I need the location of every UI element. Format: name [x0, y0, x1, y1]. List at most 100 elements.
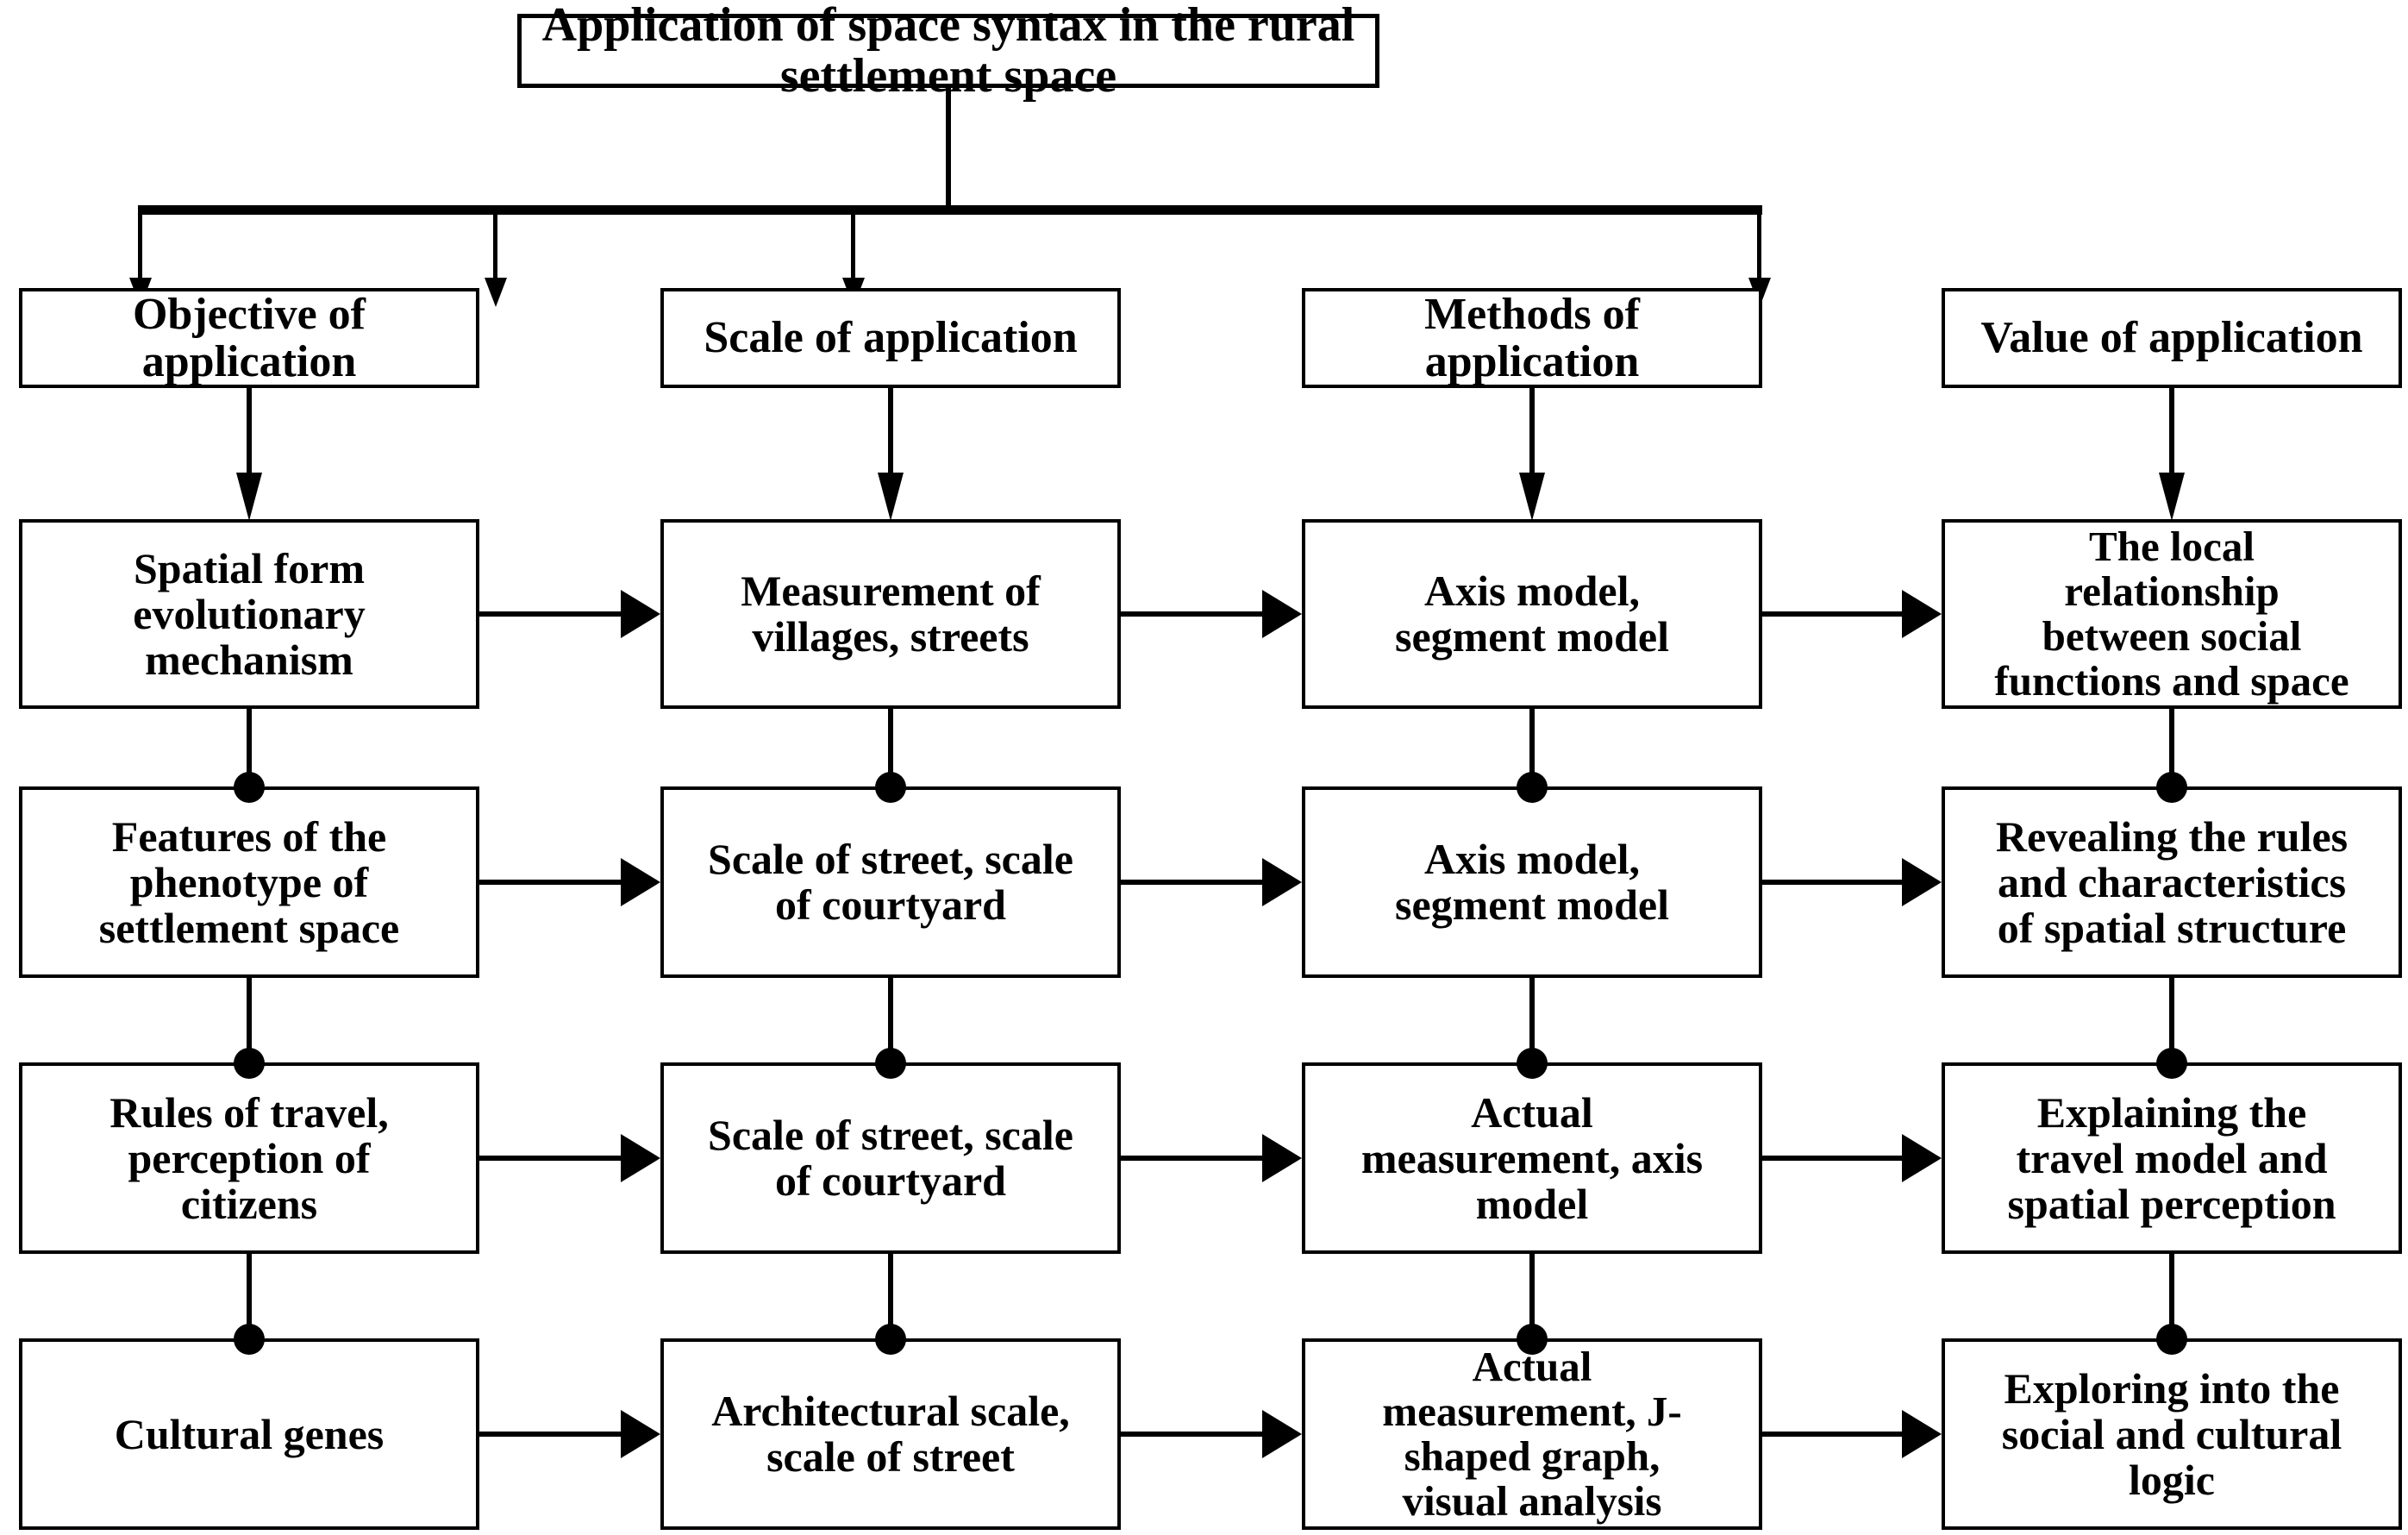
cell-row4-col4-label: Exploring into the social and cultural l… [2001, 1363, 2342, 1504]
cell-row2-col4[interactable]: Revealing the rules and characteristics … [1942, 786, 2402, 978]
cell-row4-col2-label: Architectural scale, scale of street [711, 1387, 1070, 1481]
row4-arrow-line-1 [479, 1432, 628, 1437]
cell-row3-col2[interactable]: Scale of street, scale of courtyard [660, 1062, 1121, 1254]
cell-row2-col3-label: Axis model, segment model [1395, 835, 1669, 929]
cell-row1-col4[interactable]: The local relationship between social fu… [1942, 519, 2402, 709]
row3-arrow-line-2 [1121, 1156, 1269, 1161]
row4-arrowhead-1 [621, 1410, 660, 1458]
header-box-objective-label: Objective of application [132, 289, 366, 386]
row4-arrowhead-3 [1902, 1410, 1942, 1458]
row1-arrowhead-2 [1262, 590, 1302, 638]
header-box-value-label: Value of application [1980, 313, 2363, 363]
row2-to-row3-line-4 [2169, 978, 2174, 1064]
header-to-row1-line-2 [888, 388, 893, 483]
header-box-methods-label: Methods of application [1424, 289, 1640, 386]
header-to-row1-line-4 [2169, 388, 2174, 483]
cell-row1-col2-label: Measurement of villages, streets [741, 567, 1041, 661]
cell-row2-col2[interactable]: Scale of street, scale of courtyard [660, 786, 1121, 978]
cell-row2-col1[interactable]: Features of the phenotype of settlement … [19, 786, 479, 978]
header-drop-line-4 [1757, 210, 1761, 286]
row3-to-row4-junction-dot-3 [1517, 1324, 1548, 1355]
row1-to-row2-line-2 [888, 709, 893, 788]
header-box-methods[interactable]: Methods of application [1302, 288, 1762, 388]
header-to-row1-line-3 [1529, 388, 1535, 483]
cell-row1-col1-label: Spatial form evolutionary mechanism [133, 543, 366, 684]
row1-to-row2-junction-dot-4 [2156, 772, 2187, 803]
row3-to-row4-junction-dot-4 [2156, 1324, 2187, 1355]
row2-arrow-line-3 [1762, 880, 1909, 885]
header-box-value[interactable]: Value of application [1942, 288, 2402, 388]
cell-row4-col2[interactable]: Architectural scale, scale of street [660, 1338, 1121, 1530]
row3-arrowhead-2 [1262, 1134, 1302, 1182]
row2-arrow-line-1 [479, 880, 628, 885]
title-box-label: Application of space syntax in the rural… [541, 0, 1355, 103]
row4-arrowhead-2 [1262, 1410, 1302, 1458]
row3-arrow-line-1 [479, 1156, 628, 1161]
title-stem-line [946, 86, 951, 207]
title-box[interactable]: Application of space syntax in the rural… [517, 0, 1379, 102]
row2-arrowhead-2 [1262, 858, 1302, 906]
row3-to-row4-junction-dot-1 [234, 1324, 265, 1355]
header-distribution-bus [138, 205, 1762, 215]
row4-arrow-line-2 [1121, 1432, 1269, 1437]
header-box-scale[interactable]: Scale of application [660, 288, 1121, 388]
row3-arrow-line-3 [1762, 1156, 1909, 1161]
header-arrowhead-2 [485, 278, 507, 307]
row1-to-row2-line-4 [2169, 709, 2174, 788]
header-drop-line-1 [138, 210, 142, 286]
header-drop-line-3 [851, 210, 855, 286]
cell-row4-col3-label: Actual measurement, J- shaped graph, vis… [1382, 1343, 1682, 1525]
row1-to-row2-line-1 [247, 709, 252, 788]
row3-to-row4-line-4 [2169, 1254, 2174, 1340]
row1-arrow-line-3 [1762, 611, 1909, 617]
cell-row3-col3[interactable]: Actual measurement, axis model [1302, 1062, 1762, 1254]
header-to-row1-arrowhead-4 [2159, 473, 2185, 521]
cell-row3-col4[interactable]: Explaining the travel model and spatial … [1942, 1062, 2402, 1254]
row2-to-row3-line-2 [888, 978, 893, 1064]
row1-to-row2-junction-dot-1 [234, 772, 265, 803]
header-drop-line-2 [493, 210, 497, 286]
row3-to-row4-line-2 [888, 1254, 893, 1340]
cell-row2-col4-label: Revealing the rules and characteristics … [1995, 811, 2349, 952]
header-to-row1-arrowhead-1 [236, 473, 262, 521]
row2-to-row3-junction-dot-3 [1517, 1048, 1548, 1079]
row3-to-row4-junction-dot-2 [875, 1324, 906, 1355]
header-to-row1-line-1 [247, 388, 252, 483]
cell-row3-col4-label: Explaining the travel model and spatial … [2007, 1087, 2336, 1228]
cell-row1-col1[interactable]: Spatial form evolutionary mechanism [19, 519, 479, 709]
row1-to-row2-junction-dot-2 [875, 772, 906, 803]
cell-row3-col1-label: Rules of travel, perception of citizens [109, 1087, 389, 1228]
cell-row3-col1[interactable]: Rules of travel, perception of citizens [19, 1062, 479, 1254]
row2-to-row3-line-3 [1529, 978, 1535, 1064]
cell-row1-col3[interactable]: Axis model, segment model [1302, 519, 1762, 709]
cell-row2-col1-label: Features of the phenotype of settlement … [98, 811, 400, 952]
cell-row4-col4[interactable]: Exploring into the social and cultural l… [1942, 1338, 2402, 1530]
cell-row3-col2-label: Scale of street, scale of courtyard [708, 1111, 1073, 1205]
row3-to-row4-line-3 [1529, 1254, 1535, 1340]
row1-arrowhead-3 [1902, 590, 1942, 638]
row1-to-row2-line-3 [1529, 709, 1535, 788]
row2-to-row3-junction-dot-4 [2156, 1048, 2187, 1079]
row3-to-row4-line-1 [247, 1254, 252, 1340]
cell-row4-col3[interactable]: Actual measurement, J- shaped graph, vis… [1302, 1338, 1762, 1530]
row2-to-row3-line-1 [247, 978, 252, 1064]
row1-to-row2-junction-dot-3 [1517, 772, 1548, 803]
header-box-scale-label: Scale of application [704, 313, 1078, 363]
cell-row1-col3-label: Axis model, segment model [1395, 567, 1669, 661]
header-to-row1-arrowhead-3 [1519, 473, 1545, 521]
row1-arrow-line-1 [479, 611, 628, 617]
cell-row2-col2-label: Scale of street, scale of courtyard [708, 835, 1073, 929]
row2-to-row3-junction-dot-2 [875, 1048, 906, 1079]
row4-arrow-line-3 [1762, 1432, 1909, 1437]
header-box-objective[interactable]: Objective of application [19, 288, 479, 388]
row2-to-row3-junction-dot-1 [234, 1048, 265, 1079]
header-to-row1-arrowhead-2 [878, 473, 904, 521]
row1-arrow-line-2 [1121, 611, 1269, 617]
cell-row4-col1[interactable]: Cultural genes [19, 1338, 479, 1530]
cell-row3-col3-label: Actual measurement, axis model [1360, 1087, 1704, 1228]
row2-arrowhead-3 [1902, 858, 1942, 906]
cell-row1-col4-label: The local relationship between social fu… [1994, 523, 2349, 705]
cell-row2-col3[interactable]: Axis model, segment model [1302, 786, 1762, 978]
cell-row1-col2[interactable]: Measurement of villages, streets [660, 519, 1121, 709]
